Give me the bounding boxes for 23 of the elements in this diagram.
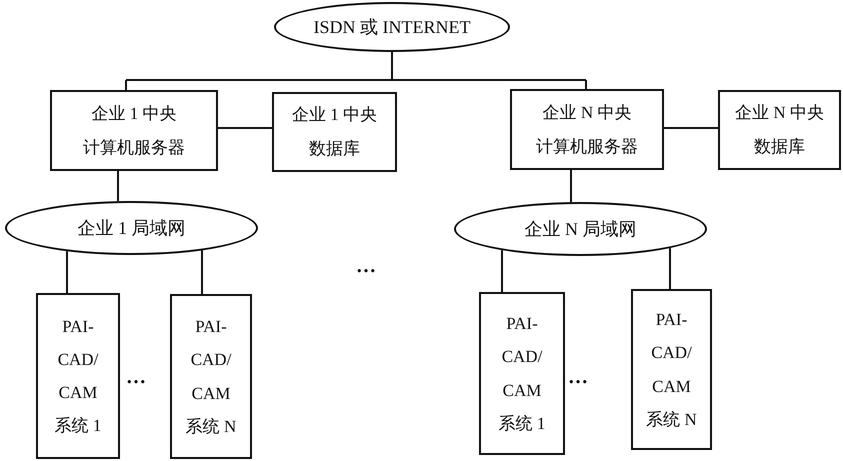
connector-line [66,251,68,293]
connector-line [501,250,503,292]
connector-line [125,51,587,91]
connector-line [218,127,272,129]
database-box: 企业 N 中央数据库 [718,90,841,170]
server-box: 企业 N 中央计算机服务器 [510,89,664,170]
lan-ellipse: 企业 1 局域网 [5,201,258,255]
connector-line [201,250,203,294]
database-box: 企业 1 中央数据库 [272,92,397,172]
ellipsis-text: … [356,255,376,278]
server-box: 企业 1 中央计算机服务器 [50,90,218,171]
connector-line [664,127,718,129]
connector-line [117,171,119,201]
system-box: PAI- CAD/ CAM 系统 1 [479,292,565,455]
network-ellipse: ISDN 或 INTERNET [274,2,510,52]
ellipsis-text: … [126,366,146,389]
connector-line [570,170,572,202]
connector-line [669,248,671,289]
ellipsis-text: … [568,366,588,389]
system-box: PAI- CAD/ CAM 系统 1 [36,293,120,459]
lan-ellipse: 企业 N 局域网 [454,202,707,256]
system-box: PAI- CAD/ CAM 系统 N [170,294,252,459]
system-box: PAI- CAD/ CAM 系统 N [631,289,712,450]
